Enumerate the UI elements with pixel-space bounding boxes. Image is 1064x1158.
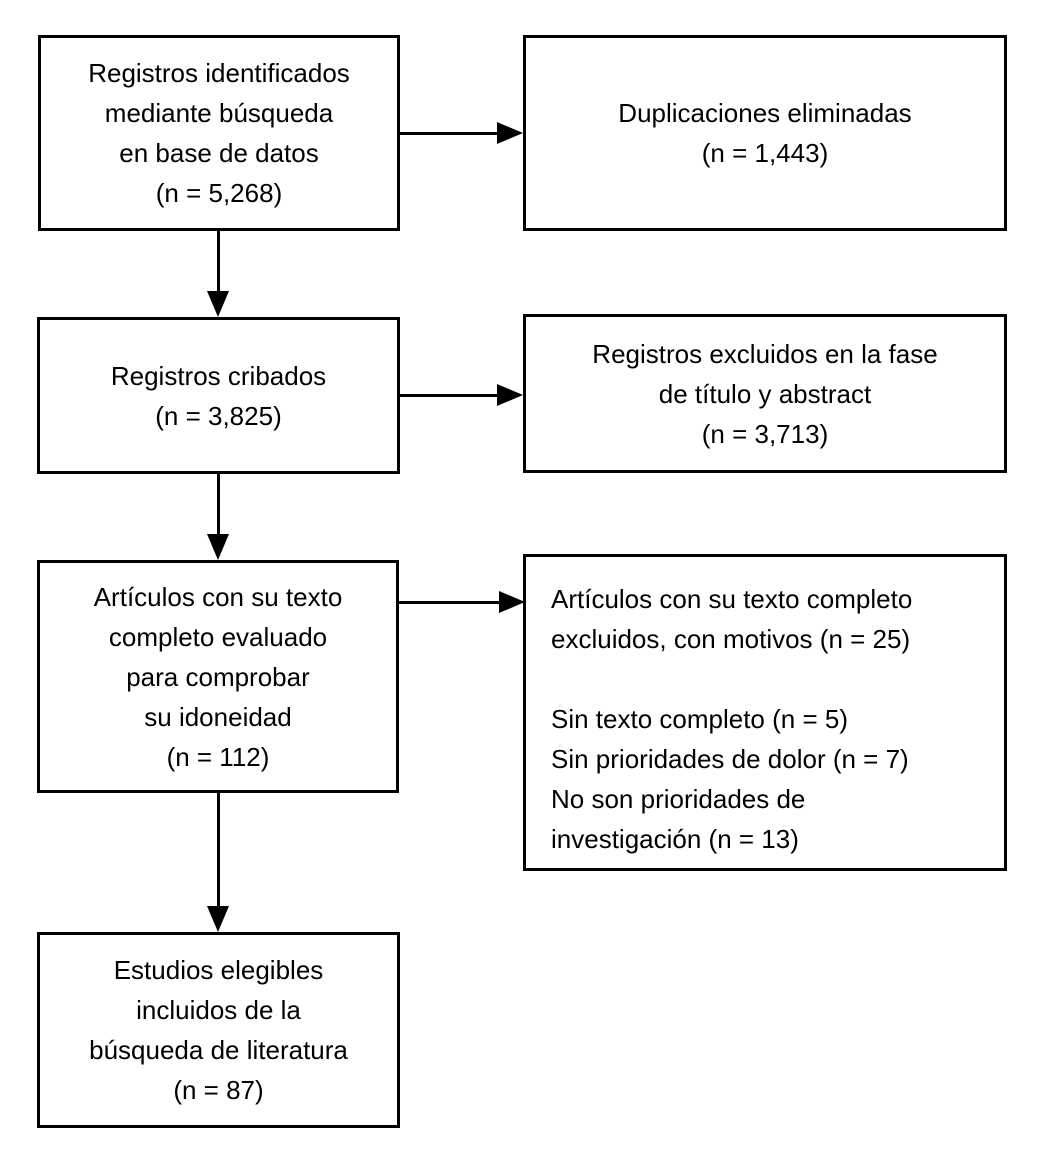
box-title-abstract-excluded: Registros excluidos en la fase de título… bbox=[523, 314, 1007, 473]
arrowhead-right-icon bbox=[499, 591, 525, 613]
arrowhead-down-icon bbox=[207, 291, 229, 317]
arrow-shaft bbox=[216, 231, 220, 291]
box-line: de título y abstract bbox=[658, 378, 872, 409]
box-line: incluidos de la bbox=[136, 995, 301, 1025]
arrow-screened-to-excluded bbox=[400, 384, 523, 406]
box-count: (n = 1,443) bbox=[701, 138, 829, 168]
box-line: Estudios elegibles bbox=[113, 955, 324, 985]
arrow-shaft bbox=[216, 474, 220, 534]
arrow-shaft bbox=[216, 793, 220, 906]
box-line: completo evaluado bbox=[108, 621, 328, 652]
box-line: Artículos con su texto bbox=[93, 581, 343, 612]
box-line: en base de datos bbox=[119, 138, 319, 168]
exclusion-reason: Sin prioridades de dolor (n = 7) bbox=[551, 744, 909, 774]
box-line: Registros excluidos en la fase bbox=[592, 338, 938, 369]
box-line: búsqueda de literatura bbox=[89, 1035, 348, 1065]
arrow-shaft bbox=[400, 131, 497, 135]
box-studies-included: Estudios elegibles incluidos de la búsqu… bbox=[37, 932, 400, 1128]
arrow-fulltext-to-excluded bbox=[398, 591, 525, 613]
exclusion-reason: Sin texto completo (n = 5) bbox=[551, 704, 848, 734]
box-line: Registros cribados bbox=[110, 360, 327, 391]
exclusion-reason: investigación (n = 13) bbox=[551, 824, 799, 854]
box-fulltext-assessed: Artículos con su texto completo evaluado… bbox=[37, 560, 399, 793]
arrowhead-right-icon bbox=[497, 384, 523, 406]
box-line: mediante búsqueda bbox=[104, 98, 334, 128]
arrowhead-right-icon bbox=[497, 122, 523, 144]
box-line: Duplicaciones eliminadas bbox=[618, 98, 912, 128]
box-line: Registros identificados bbox=[88, 58, 350, 88]
exclusion-reason: No son prioridades de bbox=[551, 784, 806, 814]
box-line: excluidos, con motivos (n = 25) bbox=[551, 624, 911, 654]
box-line: para comprobar bbox=[126, 661, 310, 692]
box-records-screened: Registros cribados (n = 3,825) bbox=[37, 317, 400, 474]
arrow-screened-to-fulltext bbox=[207, 474, 229, 560]
box-duplicates-removed: Duplicaciones eliminadas (n = 1,443) bbox=[523, 35, 1007, 231]
box-line: Artículos con su texto completo bbox=[551, 584, 913, 614]
box-count: (n = 87) bbox=[173, 1075, 264, 1105]
box-line: su idoneidad bbox=[144, 701, 292, 732]
box-fulltext-excluded: Artículos con su texto completo excluido… bbox=[523, 554, 1007, 871]
box-count: (n = 3,713) bbox=[701, 418, 829, 449]
box-count: (n = 3,825) bbox=[155, 400, 282, 431]
box-records-identified: Registros identificados mediante búsqued… bbox=[38, 35, 400, 231]
arrowhead-down-icon bbox=[207, 906, 229, 932]
arrow-identified-to-duplicates bbox=[400, 122, 523, 144]
arrow-shaft bbox=[398, 600, 499, 604]
box-count: (n = 112) bbox=[166, 741, 270, 772]
arrow-identified-to-screened bbox=[207, 231, 229, 317]
box-count: (n = 5,268) bbox=[155, 178, 283, 208]
arrow-fulltext-to-included bbox=[207, 793, 229, 932]
arrowhead-down-icon bbox=[207, 534, 229, 560]
arrow-shaft bbox=[400, 393, 497, 397]
